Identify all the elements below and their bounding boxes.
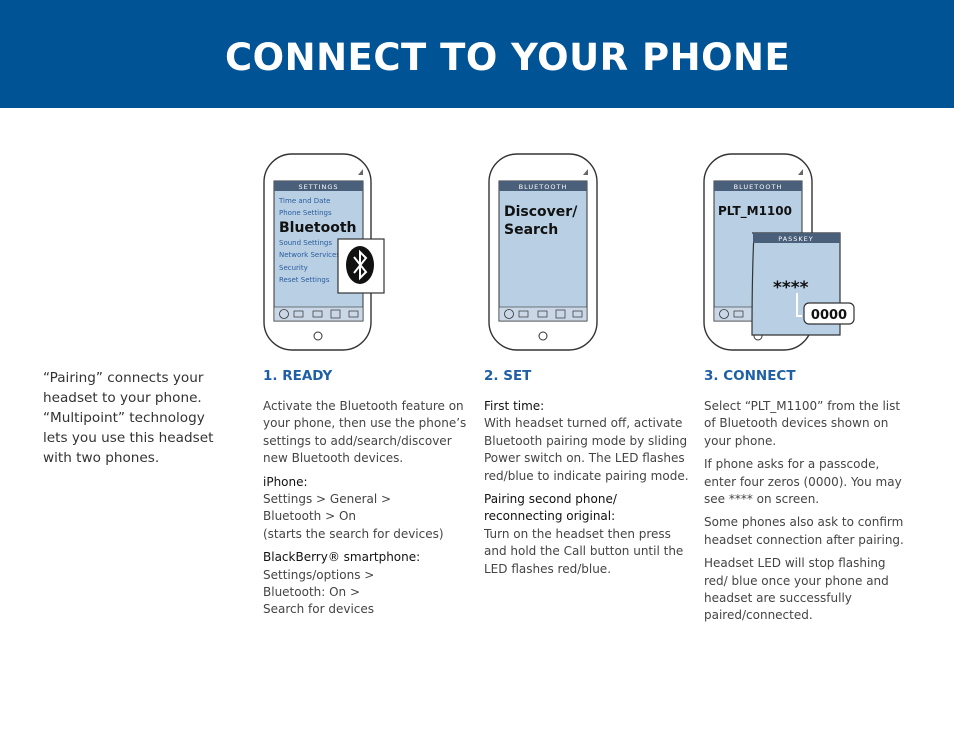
blackberry-step-3: Search for devices [263,602,375,617]
screen-header-bluetooth: BLUETOOTH [734,183,783,191]
menu-item-reset-settings: Reset Settings [279,276,330,284]
first-time-label: First time: [484,399,545,413]
step-title: 2. SET [484,368,532,384]
menu-item-network-services: Network Services [279,251,340,259]
step-set: 2. SET First time: With headset turned o… [484,367,689,584]
page-title: CONNECT TO YOUR PHONE [225,36,791,79]
screen-header-bluetooth: BLUETOOTH [519,183,568,191]
connect-passcode-text: If phone asks for a passcode, enter four… [704,457,902,507]
phone-illustration-connect: BLUETOOTH PLT_M1100 PASSKEY **** 0000 [703,153,855,353]
step-description: Activate the Bluetooth feature on your p… [263,399,467,466]
screen-header-settings: SETTINGS [298,183,338,191]
phone-illustration-set: BLUETOOTH Discover/ Search [488,153,600,353]
step-connect: 3. CONNECT Select “PLT_M1100” from the l… [704,367,909,631]
blackberry-step-1: Settings/options > [263,567,375,582]
pairing-definition: “Pairing” connects your headset to your … [43,370,204,406]
passkey-card: PASSKEY **** 0000 [751,232,855,336]
passkey-header: PASSKEY [778,235,814,243]
device-name: PLT_M1100 [718,204,792,219]
connect-select-text: Select “PLT_M1100” from the list of Blue… [704,399,901,448]
first-time-instructions: First time: With headset turned off, act… [484,398,689,485]
bluetooth-icon [337,238,385,294]
menu-item-phone-settings: Phone Settings [279,209,332,217]
menu-item-sound-settings: Sound Settings [279,239,332,247]
connect-confirm-text: Some phones also ask to confirm headset … [704,515,904,547]
menu-item-bluetooth: Bluetooth [279,220,357,236]
multipoint-definition: “Multipoint” technology lets you use thi… [43,410,214,466]
iphone-step-2: Bluetooth > On [263,509,356,524]
menu-item-time-date: Time and Date [278,197,330,205]
masked-passkey: **** [773,278,809,298]
iphone-step-3: (starts the search for devices) [263,526,444,541]
step-title: 3. CONNECT [704,368,796,384]
step-title: 1. READY [263,368,333,384]
search-text: Search [504,222,558,238]
connect-led-text: Headset LED will stop flashing red/ blue… [704,556,889,623]
first-time-text: With headset turned off, activate Blueto… [484,416,689,483]
second-phone-label-1: Pairing second phone/ [484,492,617,507]
iphone-label: iPhone: [263,474,308,489]
second-phone-instructions: Pairing second phone/ reconnecting origi… [484,491,689,578]
iphone-step-1: Settings > General > [263,492,392,507]
menu-item-security: Security [279,264,308,272]
second-phone-text: Turn on the headset then press and hold … [484,526,684,576]
intro-text: “Pairing” connects your headset to your … [43,368,228,468]
blackberry-step-2: Bluetooth: On > [263,585,361,600]
discover-text: Discover/ [504,204,578,220]
header-banner: CONNECT TO YOUR PHONE [0,0,954,108]
step-ready: 1. READY Activate the Bluetooth feature … [263,367,468,625]
phone-illustration-ready: SETTINGS Time and Date Phone Settings Bl… [263,153,388,353]
blackberry-label: BlackBerry® smartphone: [263,550,421,565]
iphone-instructions: iPhone: Settings > General > Bluetooth >… [263,474,468,544]
second-phone-label-2: reconnecting original: [484,509,616,524]
blackberry-instructions: BlackBerry® smartphone: Settings/options… [263,549,468,619]
passkey-code: 0000 [811,308,847,323]
